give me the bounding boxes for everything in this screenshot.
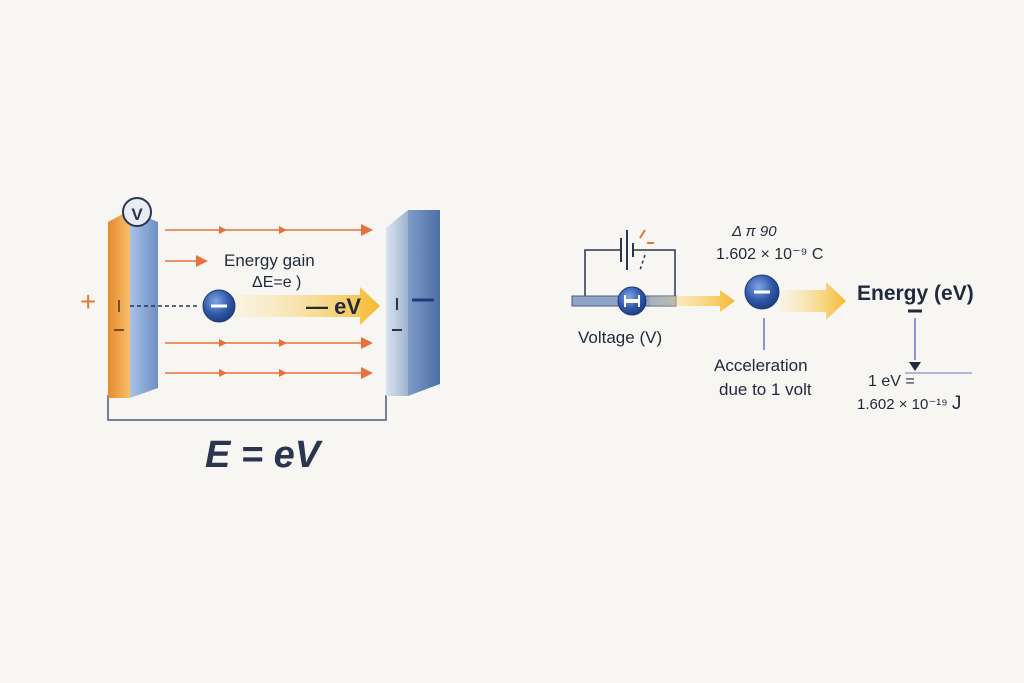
left-circuit: [107, 197, 440, 421]
positive-plate: [108, 210, 158, 398]
field-arrow-head: [219, 369, 227, 377]
one-ev-label: 1 eV =: [868, 373, 915, 390]
field-arrow-head: [219, 226, 227, 234]
energy-indicator: [905, 309, 972, 374]
voltmeter-icon: [122, 197, 152, 227]
field-arrow-head: [279, 226, 287, 234]
joule-unit: J: [951, 393, 962, 414]
electron-icon-1: [617, 286, 647, 316]
circuit-wire: [107, 395, 387, 421]
electron-icon: [202, 289, 236, 323]
joule-value: 1.602 × 10⁻¹⁹: [857, 396, 948, 413]
voltage-label: Voltage (V): [578, 328, 663, 347]
field-arrow-head: [279, 339, 287, 347]
negative-plate: [386, 210, 440, 396]
energy-ev-label: Energy (eV): [857, 282, 974, 305]
field-lines: [165, 224, 373, 379]
charge-label: 1.602 × 10⁻⁹ C: [716, 246, 824, 263]
battery-circuit: [584, 229, 676, 296]
energy-gain-arrow: [232, 287, 380, 325]
joule-value-label: 1.602 × 10⁻¹⁹ J: [857, 393, 961, 415]
voltmeter-label: V: [131, 205, 143, 224]
energy-gain-label: Energy gain: [224, 251, 315, 270]
acceleration-label-line1: Acceleration: [714, 356, 808, 375]
delta-label: Δ π 90: [732, 223, 777, 240]
energy-arrow-1: [650, 290, 735, 312]
right-schematic: [571, 229, 972, 374]
positive-sign: +: [80, 286, 97, 317]
field-arrow-head: [279, 369, 287, 377]
energy-arrow-2: [780, 282, 846, 320]
ev-label: — eV: [306, 294, 362, 319]
field-arrow-head: [219, 339, 227, 347]
formula: E = eV: [205, 434, 321, 476]
electron-icon-2: [744, 274, 780, 310]
acceleration-label-line2: due to 1 volt: [719, 380, 812, 399]
down-arrow-icon: [909, 362, 921, 371]
delta-e-label: ΔE=e ): [252, 274, 302, 291]
